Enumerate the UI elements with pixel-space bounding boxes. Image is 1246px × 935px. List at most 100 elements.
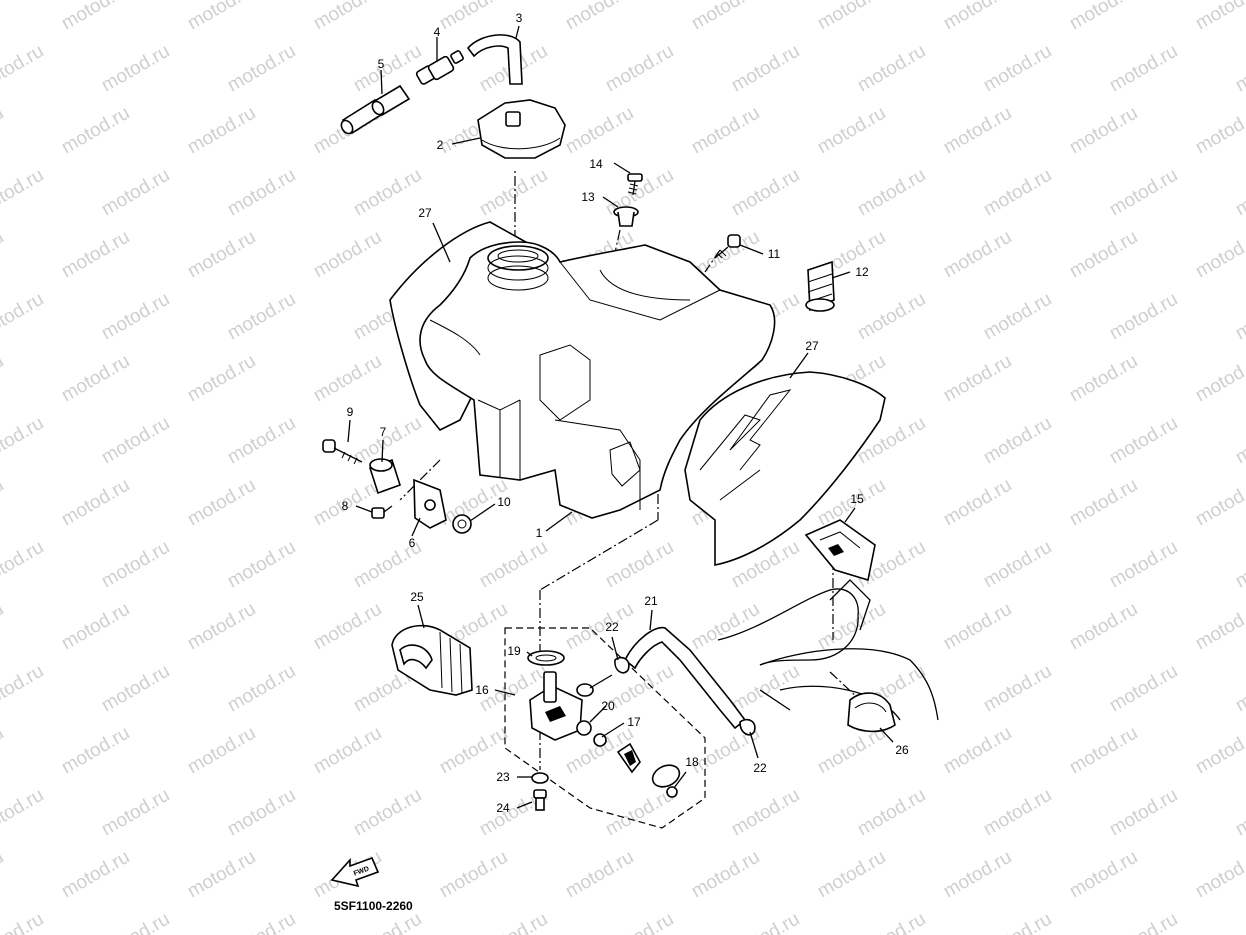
watermark-text: motod.ru <box>1232 785 1246 841</box>
watermark-text: motod.ru <box>1192 0 1246 34</box>
watermark-text: motod.ru <box>940 0 1015 34</box>
watermark-text: motod.ru <box>350 165 425 221</box>
watermark-text: motod.ru <box>58 475 133 531</box>
watermark-text: motod.ru <box>184 227 259 283</box>
watermark-text: motod.ru <box>814 847 889 903</box>
watermark-text: motod.ru <box>688 847 763 903</box>
watermark-text: motod.ru <box>98 785 173 841</box>
watermark-text: motod.ru <box>980 413 1055 469</box>
watermark-text: motod.ru <box>1106 289 1181 345</box>
callout-labels: 3 4 5 2 14 13 11 12 27 27 9 7 8 6 10 1 1… <box>342 11 909 815</box>
callout-6: 6 <box>409 536 416 550</box>
watermark-text: motod.ru <box>0 165 47 221</box>
gasket-19 <box>527 650 565 666</box>
watermark-text: motod.ru <box>0 785 47 841</box>
fuel-cock-assembly-box <box>504 627 706 829</box>
callout-20: 20 <box>601 699 615 713</box>
tank-cap <box>477 99 566 159</box>
watermark-text: motod.ru <box>224 661 299 717</box>
protector-25 <box>391 624 473 696</box>
watermark-text: motod.ru <box>1106 661 1181 717</box>
watermark-text: motod.ru <box>940 227 1015 283</box>
callout-11: 11 <box>768 247 781 261</box>
callout-7: 7 <box>380 425 387 439</box>
watermark-text: motod.ru <box>980 289 1055 345</box>
watermark-text: motod.ru <box>562 0 637 34</box>
watermark-text: motod.ru <box>310 227 385 283</box>
watermark-text: motod.ru <box>688 0 763 34</box>
callout-2: 2 <box>437 138 444 152</box>
watermark-text: motod.ru <box>602 41 677 97</box>
watermark-text: motod.ru <box>1192 847 1246 903</box>
hose-clamp-22a <box>614 656 630 674</box>
callout-18: 18 <box>685 755 699 769</box>
watermark-text: motod.ru <box>1192 227 1246 283</box>
watermark-text: motod.ru <box>562 103 637 159</box>
watermark-text: motod.ru <box>310 599 385 655</box>
watermark-text: motod.ru <box>224 41 299 97</box>
watermark-text: motod.ru <box>728 661 803 717</box>
watermark-text: motod.ru <box>0 847 7 903</box>
callout-25: 25 <box>410 590 424 604</box>
watermark-text: motod.ru <box>98 41 173 97</box>
watermark-text: motod.ru <box>184 599 259 655</box>
callout-8: 8 <box>342 499 349 513</box>
watermark-text: motod.ru <box>1232 909 1246 935</box>
watermark-text: motod.ru <box>0 103 7 159</box>
lever <box>616 742 641 774</box>
hose-clamp-22b <box>739 718 756 736</box>
watermark-text: motod.ru <box>854 785 929 841</box>
callout-17: 17 <box>627 715 641 729</box>
watermark-text: motod.ru <box>1106 537 1181 593</box>
watermark-text: motod.ru <box>1192 475 1246 531</box>
watermark-text: motod.ru <box>184 723 259 779</box>
callout-10: 10 <box>497 495 511 509</box>
watermark-text: motod.ru <box>224 785 299 841</box>
watermark-text: motod.ru <box>0 41 47 97</box>
watermark-text: motod.ru <box>814 0 889 34</box>
watermark-text: motod.ru <box>98 413 173 469</box>
watermark-text: motod.ru <box>98 537 173 593</box>
callout-22-right: 22 <box>753 761 767 775</box>
watermark-text: motod.ru <box>0 0 7 34</box>
watermark-text: motod.ru <box>184 351 259 407</box>
breather-hose <box>466 34 523 85</box>
check-valve <box>415 50 464 85</box>
watermark-text: motod.ru <box>0 909 47 935</box>
watermark-text: motod.ru <box>1232 537 1246 593</box>
watermark-text: motod.ru <box>1232 289 1246 345</box>
bolt-11 <box>714 234 741 259</box>
watermark-text: motod.ru <box>562 599 637 655</box>
callout-27-left: 27 <box>418 206 432 220</box>
watermark-text: motod.ru <box>310 723 385 779</box>
watermark-text: motod.ru <box>310 351 385 407</box>
watermark-text: motod.ru <box>1192 599 1246 655</box>
watermark-text: motod.ru <box>98 165 173 221</box>
callout-19: 19 <box>507 644 521 658</box>
watermark-text: motod.ru <box>0 413 47 469</box>
watermark-text: motod.ru <box>436 0 511 34</box>
plate-screw-18 <box>651 764 681 798</box>
watermark-text: motod.ru <box>1106 785 1181 841</box>
watermark-text: motod.ru <box>1232 165 1246 221</box>
watermark-text: motod.ru <box>980 909 1055 935</box>
watermark-text: motod.ru <box>980 41 1055 97</box>
callout-23: 23 <box>496 770 510 784</box>
watermark-text: motod.ru <box>728 41 803 97</box>
callout-22-left: 22 <box>605 620 619 634</box>
watermark-text: motod.ru <box>0 661 47 717</box>
watermark-text: motod.ru <box>476 165 551 221</box>
watermark-text: motod.ru <box>602 909 677 935</box>
watermark-text: motod.ru <box>0 475 7 531</box>
bracket-6 <box>413 478 447 529</box>
watermark-text: motod.ru <box>0 351 7 407</box>
watermark-text: motod.ru <box>1106 909 1181 935</box>
watermark-text: motod.ru <box>854 289 929 345</box>
bolt-9 <box>322 439 363 465</box>
watermark-text: motod.ru <box>728 785 803 841</box>
watermark-text: motod.ru <box>1066 0 1141 34</box>
watermark-text: motod.ru <box>940 475 1015 531</box>
watermark-text: motod.ru <box>224 413 299 469</box>
watermark-text: motod.ru <box>310 0 385 34</box>
callout-9: 9 <box>347 405 354 419</box>
